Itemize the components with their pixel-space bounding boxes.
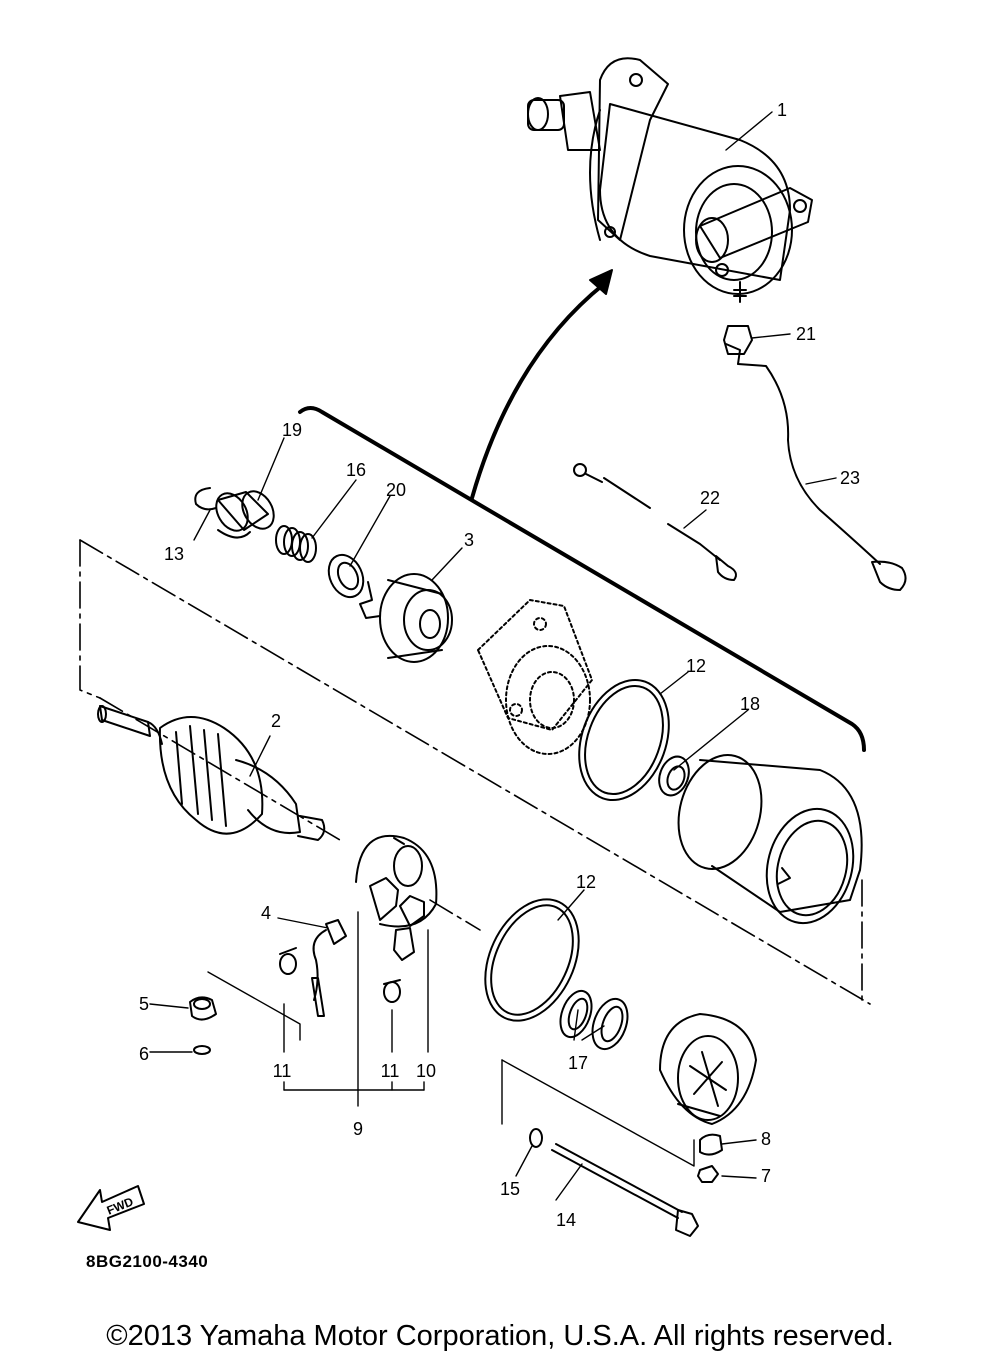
o-ring-12-upper (578, 678, 670, 802)
lead-wire-22 (573, 463, 737, 581)
drawing-code: 8BG2100-4340 (86, 1252, 209, 1271)
callout-14: 14 (555, 1210, 577, 1230)
callout-16: 16 (345, 460, 367, 480)
callout-20: 20 (385, 480, 407, 500)
callout-18: 18 (739, 694, 761, 714)
lead-wire-23 (737, 363, 881, 565)
leader-lines (149, 111, 837, 1201)
starter-motor-assembly (527, 57, 813, 303)
nut-7 (697, 1165, 719, 1183)
nut-8 (699, 1133, 723, 1156)
callout-15: 15 (499, 1179, 521, 1199)
yoke (677, 754, 863, 925)
o-ring-12-lower (484, 898, 580, 1022)
callout-3: 3 (463, 530, 475, 550)
callout-4: 4 (260, 903, 272, 923)
copyright-notice: ©2013 Yamaha Motor Corporation, U.S.A. A… (106, 1320, 894, 1352)
callout-11-left: 11 (272, 1061, 292, 1081)
circlip-13 (194, 487, 217, 511)
clutch-3 (359, 573, 453, 663)
callout-22: 22 (699, 488, 721, 508)
spring-16 (275, 525, 317, 563)
washer-20 (327, 553, 365, 599)
callout-8: 8 (760, 1129, 772, 1149)
washer-15 (529, 1128, 543, 1148)
callout-17: 17 (567, 1053, 589, 1073)
callout-11-right: 11 (380, 1061, 400, 1081)
brush-4 (279, 919, 347, 1017)
callout-6: 6 (138, 1044, 150, 1064)
fwd-arrow-icon (77, 1185, 145, 1231)
callout-13: 13 (163, 544, 185, 564)
callout-12-lower: 12 (575, 872, 597, 892)
callout-brackets (207, 911, 695, 1167)
callout-10: 10 (415, 1061, 437, 1081)
armature-2 (97, 705, 326, 841)
front-housing (477, 599, 593, 755)
washer-18 (658, 755, 690, 797)
callout-21: 21 (795, 324, 817, 344)
exploded-view-outline (79, 539, 871, 1005)
callout-5: 5 (138, 994, 150, 1014)
washers-17 (559, 989, 629, 1051)
bolt-14 (551, 1143, 699, 1237)
group-bracket (298, 406, 866, 752)
callout-2: 2 (270, 711, 282, 731)
assembly-arrow (470, 282, 606, 500)
washer-6 (193, 1045, 211, 1055)
callout-7: 7 (760, 1166, 772, 1186)
callout-23: 23 (839, 468, 861, 488)
brush-holder-plate-9 (355, 834, 438, 961)
nut-5 (189, 996, 217, 1021)
callout-12-upper: 12 (685, 656, 707, 676)
callout-9: 9 (352, 1119, 364, 1139)
callout-19: 19 (281, 420, 303, 440)
nut-21 (723, 325, 753, 365)
callout-1: 1 (776, 100, 788, 120)
rear-cover (659, 1013, 757, 1125)
collar-19 (215, 490, 275, 539)
